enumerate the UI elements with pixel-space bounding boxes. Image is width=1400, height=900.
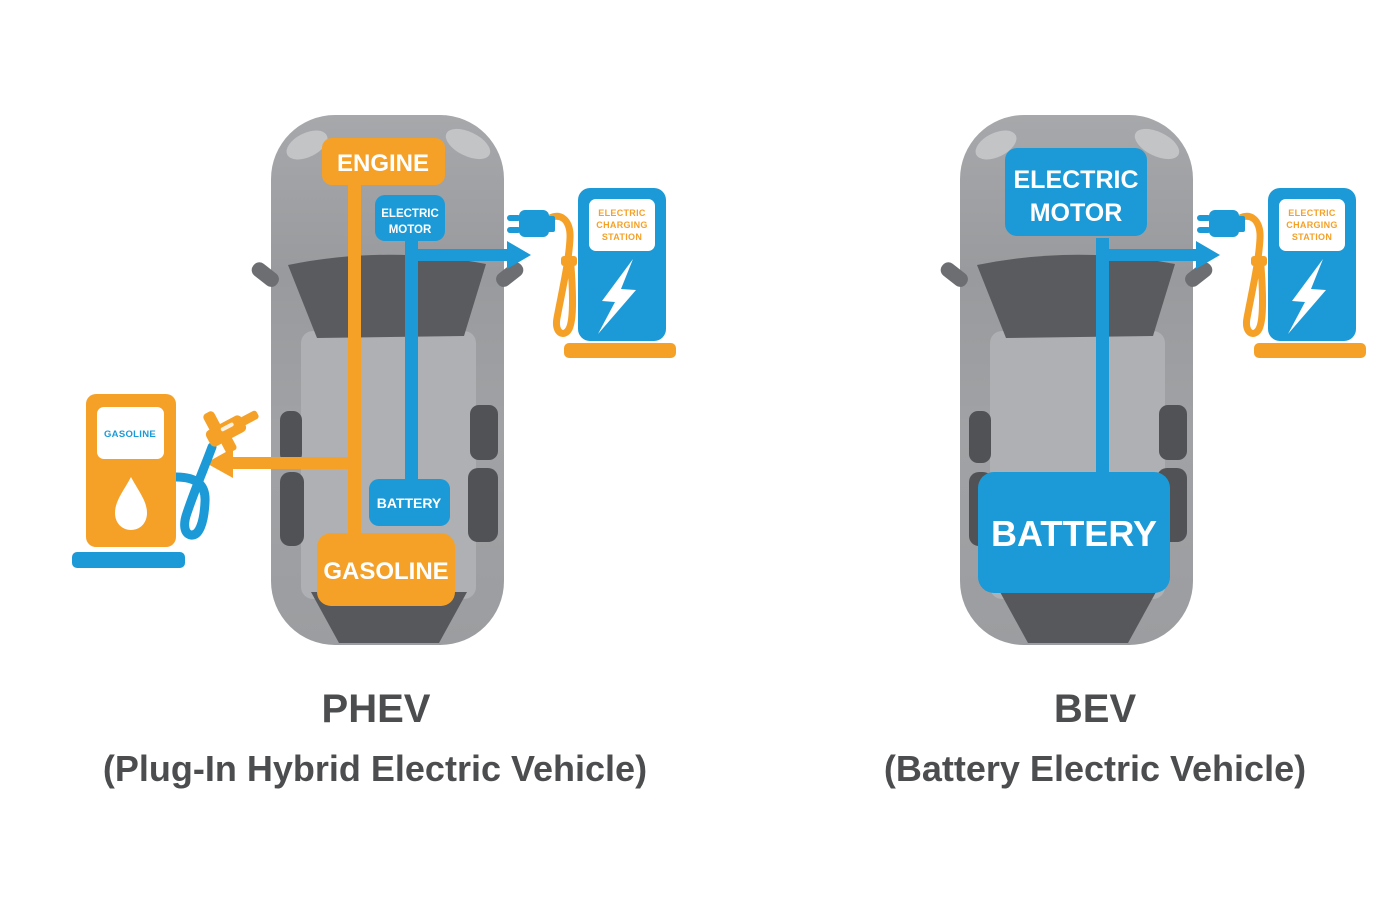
- bev-motor-label-line2: MOTOR: [1030, 199, 1123, 227]
- fuel-nozzle-icon: [203, 410, 259, 454]
- phev-station-label-line1: ELECTRIC: [598, 208, 646, 218]
- phev-station-label-line2: CHARGING: [596, 220, 647, 230]
- phev-title: PHEV: [322, 687, 431, 731]
- bev-electric-motor-box: ELECTRIC MOTOR: [1005, 148, 1147, 236]
- phev-battery-box: BATTERY: [369, 479, 450, 526]
- phev-engine-box: ENGINE: [322, 138, 445, 185]
- phev-engine-to-gasoline-line: [348, 184, 361, 540]
- gas-pump-base: [72, 552, 185, 568]
- phev-battery-label: BATTERY: [377, 495, 442, 511]
- bev-station-label-line1: ELECTRIC: [1288, 208, 1336, 218]
- phev-diagram: ENGINE ELECTRIC MOTOR BATTERY GASOLINE G…: [72, 115, 676, 789]
- phev-station-label-line3: STATION: [602, 232, 642, 242]
- bev-charge-arrow: [1103, 241, 1220, 269]
- gas-pump-label: GASOLINE: [104, 429, 156, 440]
- phev-gasoline-label: GASOLINE: [323, 558, 448, 585]
- bev-subtitle: (Battery Electric Vehicle): [884, 748, 1306, 789]
- phev-motor-label-line1: ELECTRIC: [381, 208, 439, 220]
- bev-motor-to-battery-line: [1096, 238, 1109, 474]
- bev-title: BEV: [1054, 687, 1137, 731]
- phev-electric-motor-box: ELECTRIC MOTOR: [375, 195, 445, 241]
- bev-battery-label: BATTERY: [991, 513, 1157, 554]
- bev-charging-station-icon: ELECTRIC CHARGING STATION: [1197, 188, 1366, 358]
- bev-battery-box: BATTERY: [978, 472, 1170, 593]
- phev-charging-station-icon: ELECTRIC CHARGING STATION: [507, 188, 676, 358]
- phev-motor-label-line2: MOTOR: [389, 224, 432, 236]
- phev-gasoline-box: GASOLINE: [317, 533, 455, 606]
- bev-station-label-line3: STATION: [1292, 232, 1332, 242]
- phev-motor-to-battery-line: [405, 241, 418, 479]
- phev-engine-label: ENGINE: [337, 150, 429, 177]
- phev-refuel-arrow: [206, 448, 353, 478]
- bev-station-label-line2: CHARGING: [1286, 220, 1337, 230]
- phev-charge-arrow: [411, 241, 531, 269]
- fuel-drop-icon: [115, 477, 147, 530]
- phev-subtitle: (Plug-In Hybrid Electric Vehicle): [103, 748, 647, 789]
- phev-gas-pump-icon: GASOLINE: [72, 394, 259, 568]
- bev-motor-label-line1: ELECTRIC: [1014, 166, 1139, 194]
- bev-diagram: ELECTRIC MOTOR BATTERY ELECTRIC CHARGING…: [884, 115, 1366, 789]
- gas-pump-hose: [171, 442, 217, 540]
